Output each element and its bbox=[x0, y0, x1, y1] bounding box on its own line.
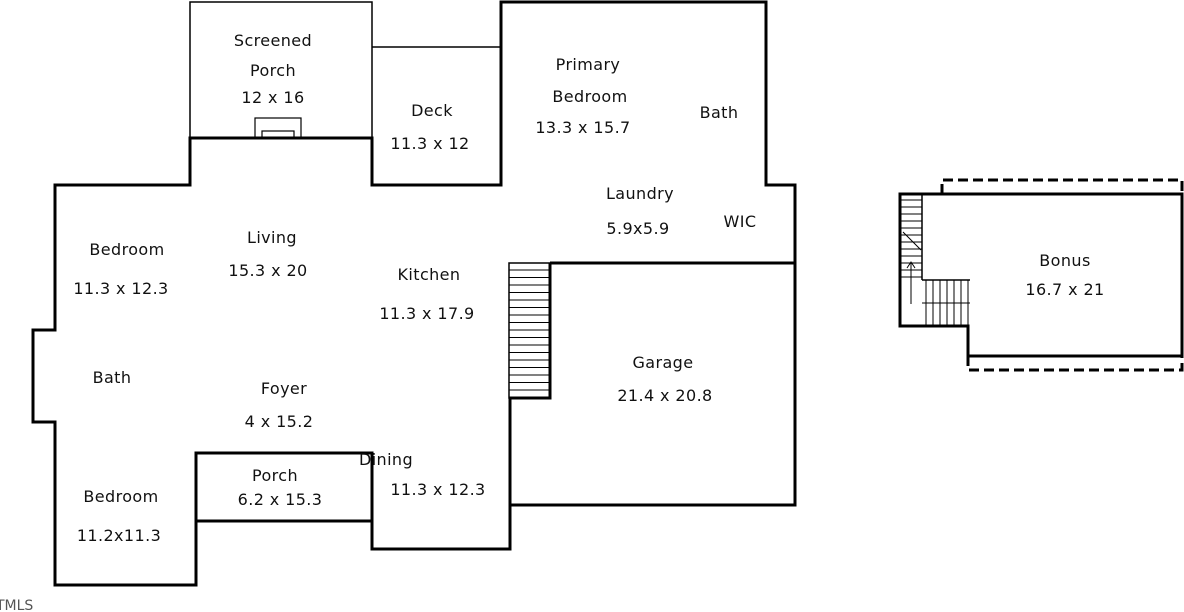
bonus-stair-wall bbox=[899, 194, 970, 326]
primary-bedroom-label-line1: Primary bbox=[556, 55, 621, 74]
foyer-dims: 4 x 15.2 bbox=[245, 412, 314, 431]
wic-label: WIC bbox=[724, 212, 757, 231]
primary-bedroom-dims: 13.3 x 15.7 bbox=[535, 118, 630, 137]
kitchen-dims: 11.3 x 17.9 bbox=[379, 304, 474, 323]
garage-wall bbox=[508, 261, 795, 505]
bonus-outline bbox=[898, 192, 1184, 358]
deck-dims: 11.3 x 12 bbox=[390, 134, 469, 153]
garage-label: Garage bbox=[633, 353, 694, 372]
bedroom-1-label: Bedroom bbox=[89, 240, 164, 259]
living-dims: 15.3 x 20 bbox=[228, 261, 307, 280]
bedroom-2-label: Bedroom bbox=[83, 487, 158, 506]
bedroom-1-dims: 11.3 x 12.3 bbox=[73, 279, 168, 298]
dining-dims: 11.3 x 12.3 bbox=[390, 480, 485, 499]
exterior-wall bbox=[31, 0, 797, 587]
screened-porch-label-line2: Porch bbox=[250, 61, 296, 80]
porch-dims: 6.2 x 15.3 bbox=[238, 490, 323, 509]
bonus-dims: 16.7 x 21 bbox=[1025, 280, 1104, 299]
bedroom-2-dims: 11.2x11.3 bbox=[77, 526, 161, 545]
laundry-label: Laundry bbox=[606, 184, 674, 203]
kitchen-label: Kitchen bbox=[398, 265, 461, 284]
porch-label: Porch bbox=[252, 466, 298, 485]
primary-bedroom-label-line2: Bedroom bbox=[552, 87, 627, 106]
stair-direction-icon bbox=[902, 231, 922, 304]
screened-porch-wall bbox=[189, 1, 373, 138]
bonus-dashed-bottom bbox=[966, 356, 1184, 372]
primary-bath-label: Bath bbox=[700, 103, 739, 122]
fireplace-icon bbox=[254, 117, 302, 139]
bonus-stairs bbox=[900, 199, 970, 326]
room-labels: Screened Porch 12 x 16 Deck 11.3 x 12 Pr… bbox=[73, 31, 1104, 545]
bonus-label: Bonus bbox=[1039, 251, 1090, 270]
screened-porch-dims: 12 x 16 bbox=[241, 88, 304, 107]
bonus-floor-walls bbox=[898, 178, 1184, 372]
main-stairs bbox=[508, 262, 551, 399]
living-label: Living bbox=[247, 228, 297, 247]
porch-wall bbox=[194, 451, 374, 521]
laundry-dims: 5.9x5.9 bbox=[606, 219, 669, 238]
watermark: TMLS bbox=[0, 598, 33, 612]
foyer-label: Foyer bbox=[261, 379, 307, 398]
screened-porch-label-line1: Screened bbox=[234, 31, 312, 50]
dining-label: Dining bbox=[359, 450, 413, 469]
deck-label: Deck bbox=[411, 101, 453, 120]
garage-dims: 21.4 x 20.8 bbox=[617, 386, 712, 405]
bonus-dashed-top bbox=[940, 178, 1184, 196]
bath-label: Bath bbox=[93, 368, 132, 387]
